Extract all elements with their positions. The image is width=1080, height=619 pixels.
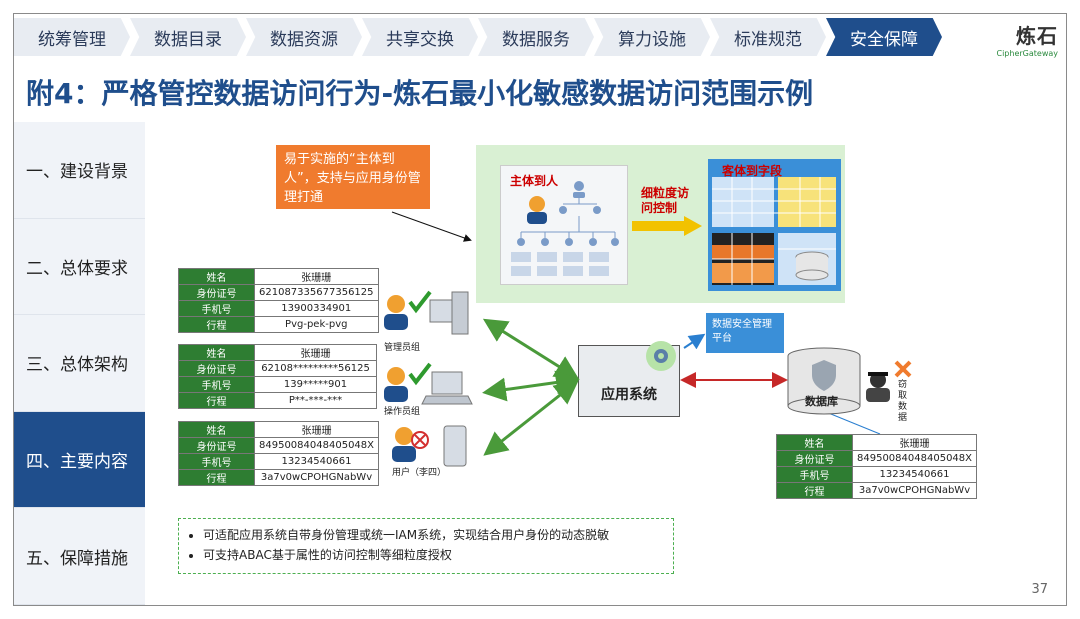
table-value: 13234540661 <box>255 454 379 470</box>
table-value: 3a7v0wCPOHGNabWv <box>853 483 977 499</box>
table-key: 身份证号 <box>777 451 853 467</box>
table-key: 行程 <box>179 317 255 333</box>
table-row: 姓名张珊珊 <box>777 435 977 451</box>
table-value: 张珊珊 <box>255 345 377 361</box>
user-person-icon <box>392 427 428 462</box>
table-key: 身份证号 <box>179 285 255 301</box>
table-value: P**-***-*** <box>255 393 377 409</box>
table-key: 姓名 <box>179 269 255 285</box>
table-key: 行程 <box>179 470 255 486</box>
dsm-link-arrow <box>684 336 702 348</box>
table-key: 手机号 <box>179 301 255 317</box>
table-value: 张珊珊 <box>255 422 379 438</box>
admin-group-label: 管理员组 <box>384 340 420 353</box>
steal-data-label: 窃取数据 <box>898 380 910 424</box>
table-key: 行程 <box>777 483 853 499</box>
note-item: 可支持ABAC基于属性的访问控制等细粒度授权 <box>203 545 663 565</box>
table-value: 84950084048405048X <box>853 451 977 467</box>
table-value: 张珊珊 <box>853 435 977 451</box>
table-value: 3a7v0wCPOHGNabWv <box>255 470 379 486</box>
table-value: 139*****901 <box>255 377 377 393</box>
table-value: 13234540661 <box>853 467 977 483</box>
table-value: 62108*********56125 <box>255 361 377 377</box>
operator-group-label: 操作员组 <box>384 404 420 417</box>
operator-person-icon <box>384 364 430 402</box>
block-x-icon <box>896 362 910 376</box>
table-key: 姓名 <box>179 422 255 438</box>
table-row: 姓名张珊珊 <box>179 422 379 438</box>
table-key: 手机号 <box>179 377 255 393</box>
table-key: 手机号 <box>179 454 255 470</box>
table-key: 身份证号 <box>179 361 255 377</box>
hacker-icon <box>866 372 890 402</box>
user-link-arrow <box>488 384 574 452</box>
desktop-computer-icon <box>430 292 468 334</box>
table-key: 行程 <box>179 393 255 409</box>
table-key: 姓名 <box>777 435 853 451</box>
laptop-icon <box>422 372 472 404</box>
table-value: 13900334901 <box>255 301 379 317</box>
table-value: 84950084048405048X <box>255 438 379 454</box>
notes-box: 可适配应用系统自带身份管理或统一IAM系统，实现结合用户身份的动态脱敏 可支持A… <box>178 518 674 574</box>
table-value: 621087335677356125 <box>255 285 379 301</box>
table-value: 张珊珊 <box>255 269 379 285</box>
table-row: 姓名张珊珊 <box>179 269 379 285</box>
table-row: 姓名张珊珊 <box>179 345 377 361</box>
table-key: 手机号 <box>777 467 853 483</box>
note-item: 可适配应用系统自带身份管理或统一IAM系统，实现结合用户身份的动态脱敏 <box>203 525 663 545</box>
db-table-link <box>826 412 880 434</box>
admin-person-icon <box>384 292 430 330</box>
callout-arrow <box>392 212 470 240</box>
tablet-icon <box>444 426 466 466</box>
admin-link-arrow <box>488 322 574 376</box>
user-label: 用户（李四） <box>392 465 446 478</box>
page-number: 37 <box>1031 582 1048 597</box>
table-key: 姓名 <box>179 345 255 361</box>
table-value: Pvg-pek-pvg <box>255 317 379 333</box>
database-label: 数据库 <box>805 393 838 409</box>
table-key: 身份证号 <box>179 438 255 454</box>
operator-link-arrow <box>488 380 574 392</box>
